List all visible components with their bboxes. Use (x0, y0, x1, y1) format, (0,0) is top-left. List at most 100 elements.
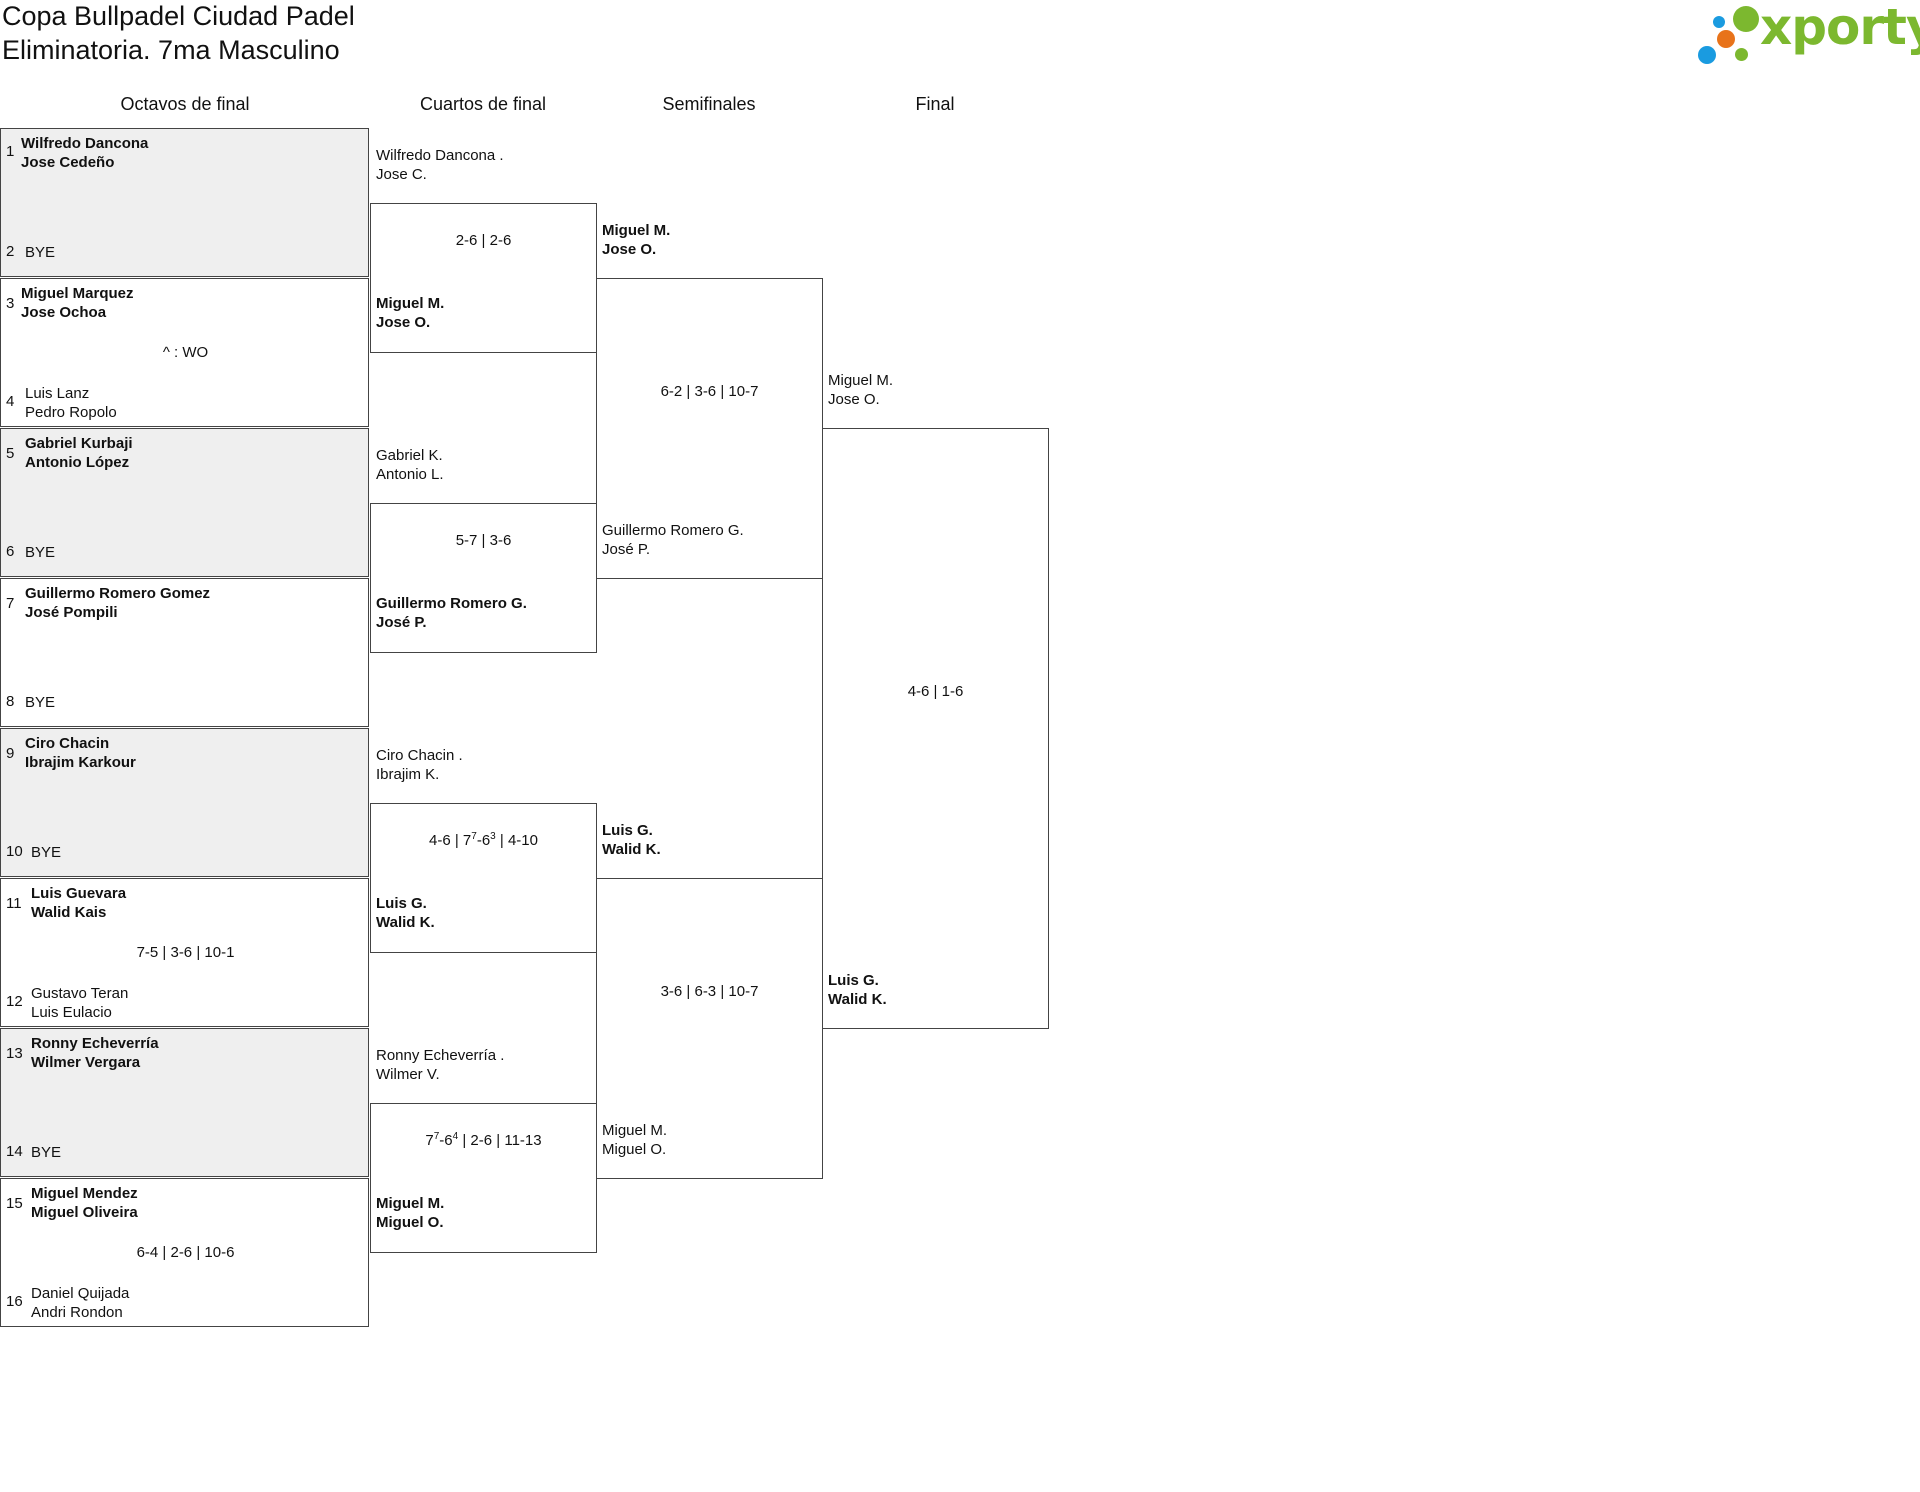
team-b-player-2: Andri Rondon (31, 1304, 123, 1321)
match-score: 7-5 | 3-6 | 10-1 (136, 944, 235, 961)
qf-team-bottom-player-1: Miguel M. (376, 1195, 445, 1212)
qf-team-bottom-player-1: Miguel M. (376, 295, 445, 312)
sf-team-top-player-2: Jose O. (602, 241, 657, 258)
score-part: | 2-6 | 11-13 (458, 1132, 542, 1149)
sf-team-bottom-player-2: José P. (602, 541, 651, 558)
round-header-sf: Semifinales (662, 94, 756, 114)
seed-number: 7 (6, 595, 15, 612)
sf-team-bottom-player-1: Guillermo Romero G. (602, 522, 744, 539)
seed-number: 9 (6, 745, 15, 762)
tiebreak-score: 3 (490, 831, 496, 842)
match-score: 4-6 | 77-63 | 4-10 (370, 831, 597, 850)
qf-team-bottom-player-2: Walid K. (376, 914, 435, 931)
team-b-player-2: Pedro Ropolo (25, 404, 117, 421)
tournament-title: Copa Bullpadel Ciudad Padel (2, 1, 355, 31)
team-b-player-1: Daniel Quijada (31, 1285, 130, 1302)
bye-label: BYE (25, 244, 56, 261)
team-a-player-2: Wilmer Vergara (31, 1054, 141, 1071)
qf-team-top-player-1: Ciro Chacin . (376, 747, 463, 764)
team-a-player-2: Walid Kais (31, 904, 107, 921)
match-score: 5-7 | 3-6 (455, 532, 512, 549)
final-connector (822, 428, 1049, 1029)
logo-dot-orange (1717, 30, 1735, 48)
qf-team-top-player-2: Jose C. (376, 166, 427, 183)
sf-team-top-player-2: Walid K. (602, 841, 661, 858)
seed-number: 15 (6, 1195, 23, 1212)
qf-team-top-player-1: Ronny Echeverría . (376, 1047, 505, 1064)
seed-number: 6 (6, 543, 15, 560)
seed-number: 1 (6, 143, 15, 160)
round-header-final: Final (915, 94, 955, 114)
match-score: 77-64 | 2-6 | 11-13 (370, 1131, 597, 1150)
match-score: ^ : WO (162, 344, 209, 361)
seed-number: 14 (6, 1143, 23, 1160)
tiebreak-score: 4 (452, 1131, 459, 1142)
seed-number: 10 (6, 843, 23, 860)
qf-team-top-player-1: Gabriel K. (376, 447, 443, 464)
xporty-logo[interactable]: xporty (1695, 0, 1920, 68)
team-a-player-1: Miguel Mendez (31, 1185, 138, 1202)
team-a-player-1: Gabriel Kurbaji (25, 435, 133, 452)
sf-team-top-player-1: Luis G. (602, 822, 653, 839)
qf-team-top-player-2: Wilmer V. (376, 1066, 440, 1083)
team-a-player-1: Guillermo Romero Gomez (25, 585, 211, 602)
seed-number: 13 (6, 1045, 23, 1062)
seed-number: 11 (6, 895, 22, 912)
bye-label: BYE (31, 844, 62, 861)
score-part: -6 (439, 1132, 453, 1149)
match-score: 6-4 | 2-6 | 10-6 (136, 1244, 235, 1261)
seed-number: 5 (6, 445, 15, 462)
round-header-r16: Octavos de final (120, 94, 250, 114)
team-b-player-2: Luis Eulacio (31, 1004, 112, 1021)
final-team-top-player-1: Miguel M. (828, 372, 894, 389)
team-a-player-2: Miguel Oliveira (31, 1204, 138, 1221)
bye-label: BYE (25, 544, 56, 561)
draw-subtitle: Eliminatoria. 7ma Masculino (2, 35, 340, 65)
match-score: 6-2 | 3-6 | 10-7 (660, 383, 759, 400)
team-a-player-1: Wilfredo Dancona (21, 135, 149, 152)
logo-dot-blue-small (1713, 16, 1725, 28)
team-a-player-2: Jose Cedeño (21, 154, 115, 171)
team-a-player-2: Antonio López (25, 454, 130, 471)
seed-number: 8 (6, 693, 15, 710)
score-part: -6 (476, 832, 491, 849)
tiebreak-score: 7 (433, 1131, 440, 1142)
sf-team-top-player-1: Miguel M. (602, 222, 671, 239)
qf-team-bottom-player-1: Luis G. (376, 895, 427, 912)
bye-label: BYE (25, 694, 56, 711)
final-team-bottom-player-1: Luis G. (828, 972, 879, 989)
qf-team-top-player-2: Antonio L. (376, 466, 444, 483)
seed-number: 12 (6, 993, 23, 1010)
team-a-player-1: Miguel Marquez (21, 285, 134, 302)
sf-team-bottom-player-1: Miguel M. (602, 1122, 668, 1139)
team-a-player-2: Ibrajim Karkour (25, 754, 136, 771)
team-a-player-1: Ronny Echeverría (31, 1035, 159, 1052)
final-team-top-player-2: Jose O. (828, 391, 880, 408)
logo-dot-green-small (1735, 48, 1748, 61)
team-a-player-1: Ciro Chacin (25, 735, 110, 752)
team-a-player-2: José Pompili (25, 604, 118, 621)
qf-team-top-player-1: Wilfredo Dancona . (376, 147, 504, 164)
match-score: 3-6 | 6-3 | 10-7 (660, 983, 759, 1000)
logo-wordmark: xporty (1760, 0, 1920, 56)
round-header-qf: Cuartos de final (419, 94, 547, 114)
seed-number: 2 (6, 243, 15, 260)
qf-team-bottom-player-2: José P. (376, 614, 427, 631)
qf-team-top-player-2: Ibrajim K. (376, 766, 440, 783)
seed-number: 3 (6, 295, 15, 312)
score-part: 4-6 | 7 (429, 832, 472, 849)
team-a-player-1: Luis Guevara (31, 885, 127, 902)
seed-number: 4 (6, 393, 15, 410)
logo-dot-blue-large (1698, 46, 1716, 64)
bye-label: BYE (31, 1144, 62, 1161)
qf-team-bottom-player-1: Guillermo Romero G. (376, 595, 527, 612)
sf-team-bottom-player-2: Miguel O. (602, 1141, 667, 1158)
